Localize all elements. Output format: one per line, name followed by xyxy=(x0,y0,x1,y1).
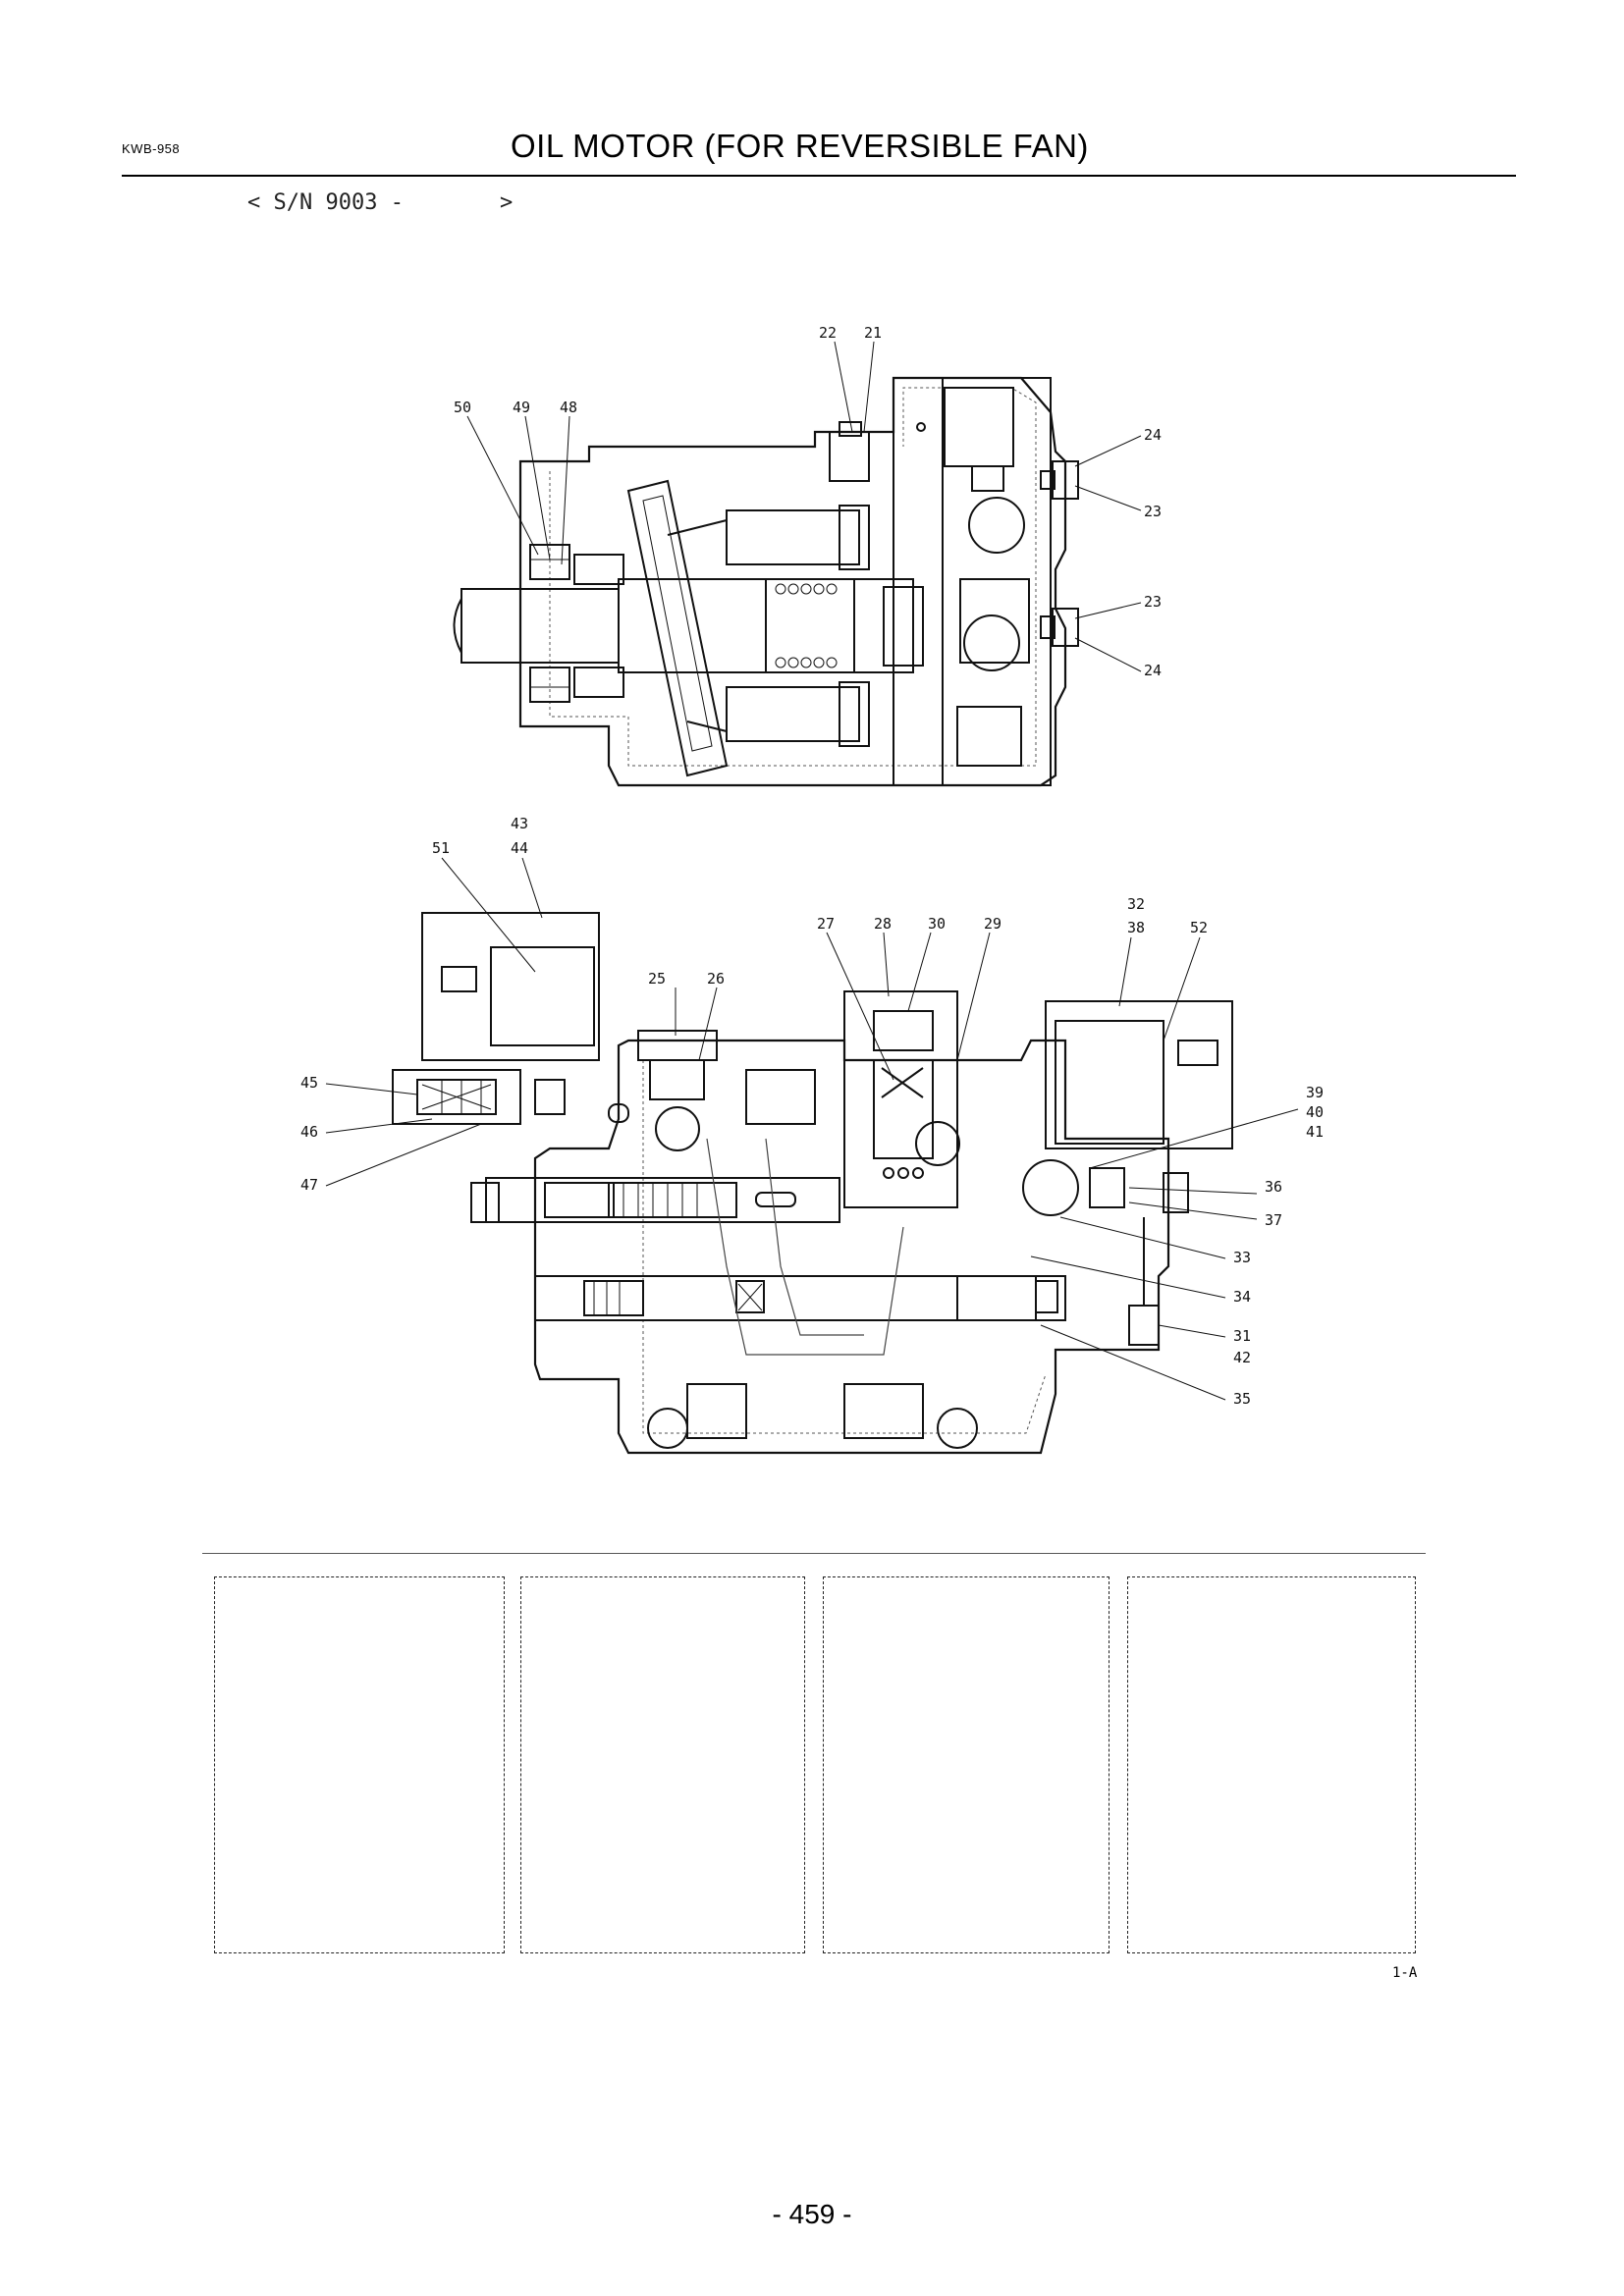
document-code: KWB-958 xyxy=(122,141,181,156)
callout-45: 45 xyxy=(300,1074,318,1092)
figure-reference: 1-A xyxy=(1392,1965,1418,1981)
callout-29: 29 xyxy=(984,915,1001,933)
note-box-4 xyxy=(1127,1576,1416,1953)
callout-38: 38 xyxy=(1127,919,1145,936)
callout-28: 28 xyxy=(874,915,892,933)
callout-21: 21 xyxy=(864,324,882,342)
upper-section-view xyxy=(453,376,1079,787)
callout-43: 43 xyxy=(511,815,528,832)
callout-40: 40 xyxy=(1306,1103,1324,1121)
callout-23-bottom: 23 xyxy=(1144,593,1162,611)
callout-41: 41 xyxy=(1306,1123,1324,1141)
callout-47: 47 xyxy=(300,1176,318,1194)
note-box-2 xyxy=(520,1576,805,1953)
callout-42: 42 xyxy=(1233,1349,1251,1366)
upper-callout-numbers: 22 21 50 49 48 24 23 23 24 xyxy=(454,324,1162,679)
page-number: - 459 - xyxy=(772,2199,852,2229)
callout-51: 51 xyxy=(432,839,450,857)
callout-50: 50 xyxy=(454,399,471,416)
callout-52: 52 xyxy=(1190,919,1208,936)
callout-27: 27 xyxy=(817,915,835,933)
callout-34: 34 xyxy=(1233,1288,1251,1306)
callout-39: 39 xyxy=(1306,1084,1324,1101)
callout-24-top: 24 xyxy=(1144,426,1162,444)
callout-49: 49 xyxy=(513,399,530,416)
callout-37: 37 xyxy=(1265,1211,1282,1229)
header-rule xyxy=(122,175,1516,177)
callout-44: 44 xyxy=(511,839,528,857)
callout-24-bottom: 24 xyxy=(1144,662,1162,679)
callout-33: 33 xyxy=(1233,1249,1251,1266)
lower-callout-numbers: 43 51 44 27 28 30 29 32 38 52 25 26 45 4… xyxy=(300,815,1324,1408)
serial-end: > xyxy=(499,190,514,215)
page-title: OIL MOTOR (FOR REVERSIBLE FAN) xyxy=(511,128,1089,164)
callout-32: 32 xyxy=(1127,895,1145,913)
lower-section-view xyxy=(392,912,1233,1455)
callout-leaders xyxy=(325,341,1299,1401)
callout-25: 25 xyxy=(648,970,666,988)
serial-start: < S/N 9003 - xyxy=(247,190,404,215)
callout-36: 36 xyxy=(1265,1178,1282,1196)
callout-23-top: 23 xyxy=(1144,503,1162,520)
callout-35: 35 xyxy=(1233,1390,1251,1408)
note-box-3 xyxy=(823,1576,1110,1953)
callout-30: 30 xyxy=(928,915,946,933)
callout-26: 26 xyxy=(707,970,725,988)
callout-46: 46 xyxy=(300,1123,318,1141)
callout-22: 22 xyxy=(819,324,837,342)
callout-48: 48 xyxy=(560,399,577,416)
note-box-1 xyxy=(214,1576,505,1953)
serial-range: < S/N 9003 - > xyxy=(247,190,513,215)
section-separator xyxy=(202,1553,1426,1554)
callout-31: 31 xyxy=(1233,1327,1251,1345)
